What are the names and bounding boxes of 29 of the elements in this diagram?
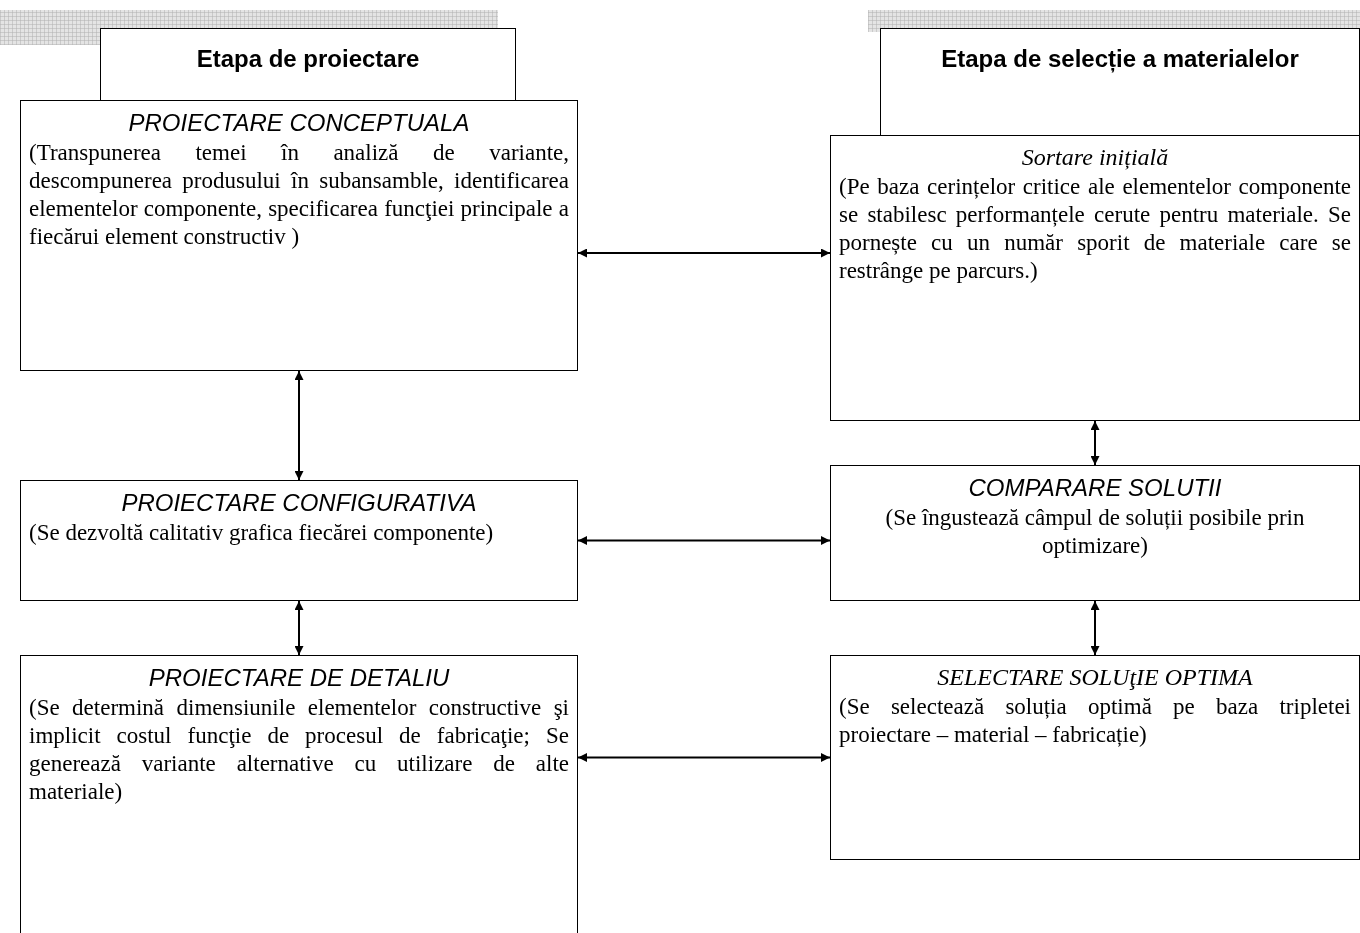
double-arrow <box>294 600 304 656</box>
step-title: PROIECTARE DE DETALIU <box>147 664 451 692</box>
step-title: SELECTARE SOLUţIE OPTIMA <box>936 664 1254 691</box>
stage-heading: Etapa de proiectare <box>196 45 420 72</box>
step-description: (Se selectează soluția optimă pe baza tripletei proiectare – material – fabricație) <box>839 693 1351 749</box>
step-description: (Transpunerea temei în analiză de variante, descompunerea produsului în subansamble, identificarea elementelor componente, specificarea funcţiei principale a fiecărui element constructiv ) <box>29 139 569 251</box>
step-description: (Pe baza cerințelor critice ale elementelor componente se stabilesc performanțele cerute pentru materiale. Se pornește cu un număr sporit de materiale care se restrânge pe parcurs.) <box>839 173 1351 285</box>
step-title: COMPARARE SOLUTII <box>967 474 1223 502</box>
process-box <box>20 480 578 601</box>
stage-heading: Etapa de selecție a materialelor <box>941 45 1299 72</box>
step-title: PROIECTARE CONFIGURATIVA <box>120 489 478 517</box>
step-title: Sortare inițială <box>1020 144 1170 171</box>
double-arrow <box>1090 420 1100 466</box>
process-box <box>830 655 1360 860</box>
process-box <box>20 655 578 933</box>
step-title: PROIECTARE CONCEPTUALA <box>127 109 471 137</box>
step-description: (Se îngustează câmpul de soluții posibile prin optimizare) <box>884 504 1306 560</box>
step-description: (Se determină dimensiunile elementelor constructive şi implicit costul funcţie de procesul de fabricaţie; Se generează variante alternative cu utilizare de alte materiale) <box>29 694 569 806</box>
double-arrow <box>577 248 831 258</box>
step-description: (Se dezvoltă calitativ grafica fiecărei componente) <box>29 519 495 547</box>
double-arrow <box>577 753 831 762</box>
header-box <box>880 28 1360 136</box>
process-box <box>830 135 1360 421</box>
process-box <box>830 465 1360 601</box>
header-box <box>100 28 516 101</box>
process-box <box>20 100 578 371</box>
double-arrow <box>294 370 304 481</box>
double-arrow <box>1090 600 1100 656</box>
double-arrow <box>577 536 831 545</box>
